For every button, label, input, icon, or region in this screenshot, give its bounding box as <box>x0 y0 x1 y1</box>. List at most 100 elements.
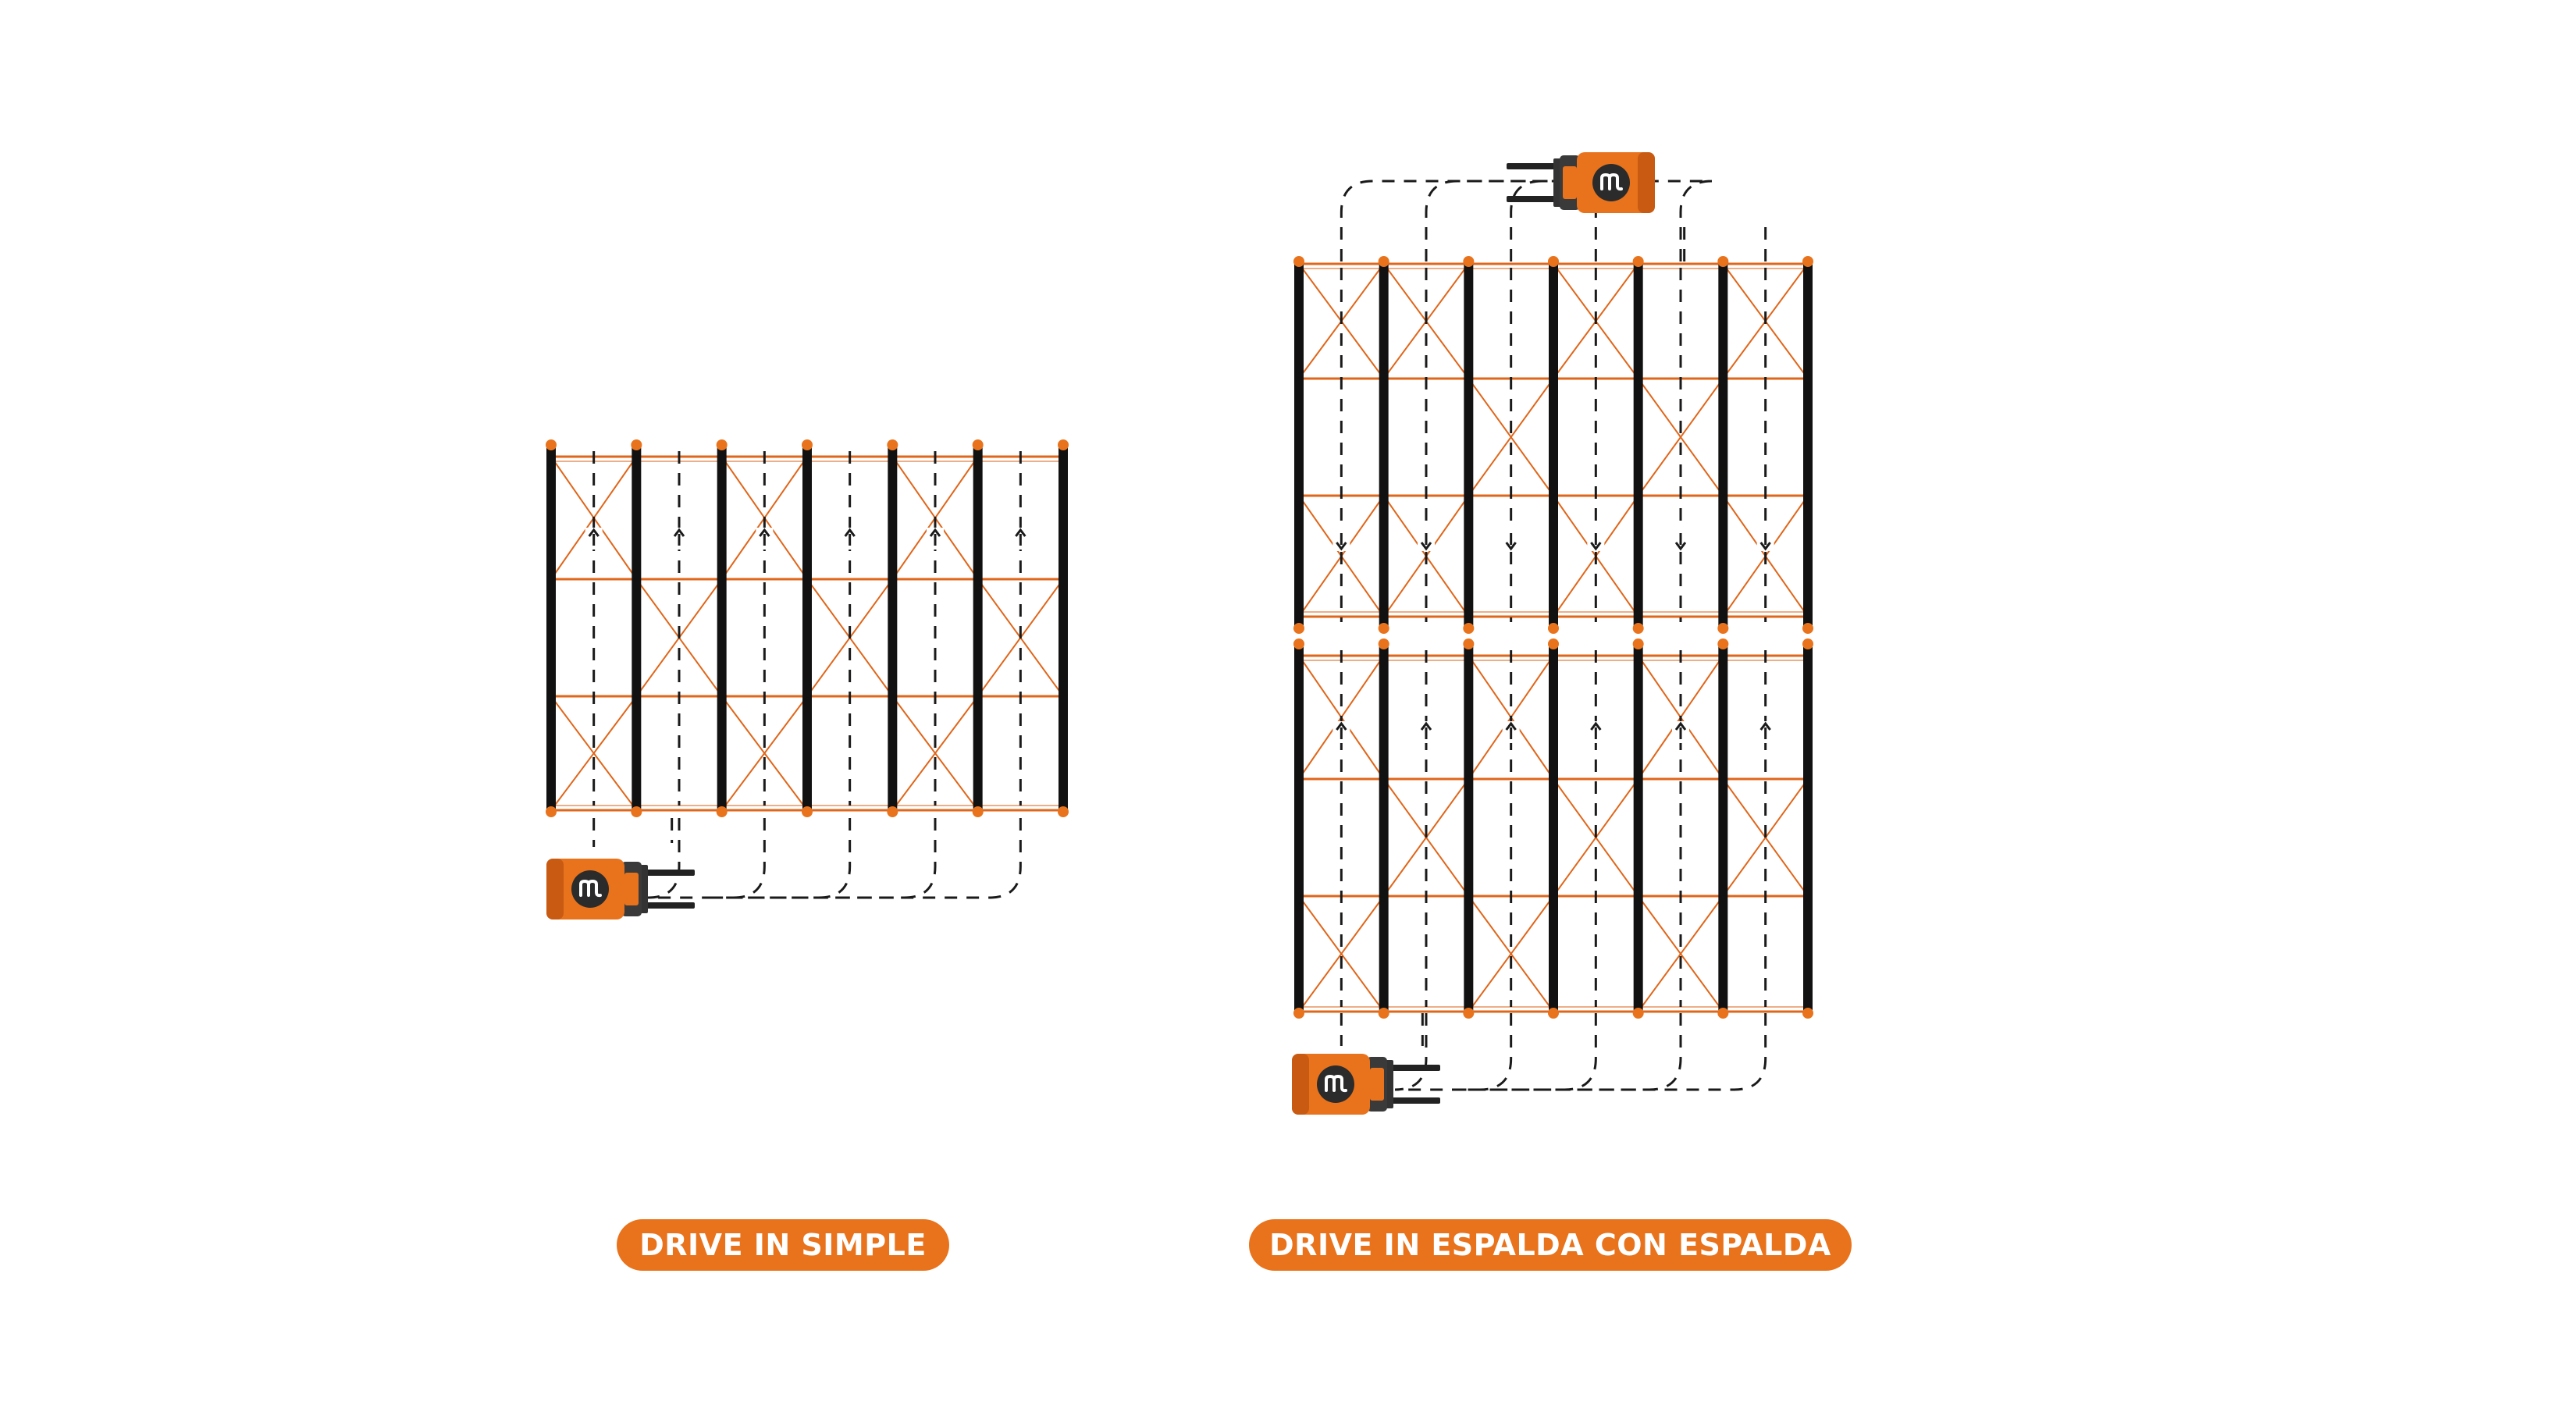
arrow-down-icon <box>1502 529 1520 551</box>
upright-cap <box>631 806 642 817</box>
upright <box>1718 258 1728 631</box>
upright-cap <box>1058 439 1069 450</box>
arrow-up-icon <box>1332 721 1350 743</box>
m-logo-icon <box>571 870 609 908</box>
upright-cap <box>1802 638 1813 649</box>
upright-cap <box>1463 256 1475 267</box>
forklift-icon <box>546 859 695 919</box>
upright-cap <box>631 439 642 450</box>
upright-cap <box>1293 638 1304 649</box>
upright-cap <box>1463 1008 1475 1019</box>
forklift-icon <box>1507 152 1655 213</box>
arrow-up-icon <box>1012 528 1030 550</box>
cross-brace <box>550 695 638 811</box>
upright-cap <box>1632 256 1644 267</box>
upright-cap <box>1632 1008 1644 1019</box>
upright <box>546 442 556 815</box>
drive-in-simple-diagram <box>546 439 1069 919</box>
arrow-up-icon <box>1502 721 1520 743</box>
upright-cap <box>1717 638 1729 649</box>
forklift-route <box>706 818 766 899</box>
arrow-up-icon <box>1418 721 1435 743</box>
arrow-up-icon <box>671 528 688 550</box>
rack-espalda-bottom <box>1293 638 1813 1019</box>
arrow-down-icon <box>1332 529 1350 551</box>
upright <box>888 442 898 815</box>
upright-cap <box>1717 623 1729 634</box>
upright <box>1379 641 1389 1016</box>
upright-cap <box>1632 638 1644 649</box>
arrow-down-icon <box>1587 529 1605 551</box>
cross-brace <box>1298 895 1385 1012</box>
arrow-up-icon <box>927 528 944 550</box>
upright <box>1633 258 1643 631</box>
forklift-route <box>1425 180 1655 261</box>
upright <box>1549 641 1558 1016</box>
upright-cap <box>1378 638 1389 649</box>
forklift-route <box>647 818 706 899</box>
upright-cap <box>972 806 984 817</box>
arrow-down-icon <box>1756 529 1774 551</box>
forklift-route <box>1452 1013 1767 1091</box>
upright <box>1379 258 1389 631</box>
label-drive-in-simple-text: DRIVE IN SIMPLE <box>639 1228 927 1262</box>
rack-espalda-top <box>1293 256 1813 634</box>
upright <box>1633 641 1643 1016</box>
arrow-up-icon <box>1587 721 1605 743</box>
upright-cap <box>716 439 728 450</box>
m-logo-icon <box>1592 164 1630 201</box>
upright-cap <box>1548 1008 1559 1019</box>
m-logo-icon <box>1317 1065 1354 1103</box>
upright <box>1294 641 1304 1016</box>
rack-simple <box>546 439 1069 817</box>
cross-brace <box>1468 895 1554 1012</box>
forklift-route <box>1452 1013 1597 1091</box>
cross-brace <box>720 695 808 811</box>
upright-cap <box>1548 256 1559 267</box>
upright-cap <box>1293 623 1304 634</box>
upright-cap <box>972 439 984 450</box>
upright <box>1718 641 1728 1016</box>
forklift-icon <box>1292 1054 1440 1115</box>
upright-cap <box>1802 256 1813 267</box>
upright <box>1464 641 1474 1016</box>
cross-brace <box>1468 378 1554 496</box>
upright-cap <box>1293 1008 1304 1019</box>
upright-cap <box>1802 623 1813 634</box>
forklift-route <box>706 818 1022 899</box>
forklift-route <box>1510 180 1655 261</box>
forklift-route <box>1394 1013 1452 1091</box>
upright <box>1549 258 1558 631</box>
upright-cap <box>1378 1008 1389 1019</box>
upright-cap <box>1632 623 1644 634</box>
upright <box>802 442 812 815</box>
upright-cap <box>887 806 898 817</box>
forklift-route <box>1340 180 1655 261</box>
forklift-route <box>1452 1013 1682 1091</box>
upright <box>1803 641 1813 1016</box>
upright-cap <box>546 806 557 817</box>
label-drive-in-simple: DRIVE IN SIMPLE <box>617 1219 949 1271</box>
arrow-down-icon <box>1672 529 1689 551</box>
cross-brace <box>891 695 979 811</box>
arrow-up-icon <box>585 528 603 550</box>
arrow-up-icon <box>841 528 859 550</box>
upright-cap <box>1058 806 1069 817</box>
upright-cap <box>546 439 557 450</box>
arrow-up-icon <box>1672 721 1689 743</box>
upright <box>1059 442 1068 815</box>
upright-cap <box>1378 623 1389 634</box>
arrow-up-icon <box>756 528 774 550</box>
upright <box>1803 258 1813 631</box>
arrow-down-icon <box>1418 529 1435 551</box>
forklift-route <box>1452 1013 1513 1091</box>
upright-cap <box>716 806 728 817</box>
upright-cap <box>1548 638 1559 649</box>
cross-brace <box>1637 378 1724 496</box>
upright-cap <box>1717 256 1729 267</box>
upright <box>717 442 727 815</box>
upright <box>632 442 642 815</box>
upright <box>1464 258 1474 631</box>
forklift-route <box>706 818 937 899</box>
